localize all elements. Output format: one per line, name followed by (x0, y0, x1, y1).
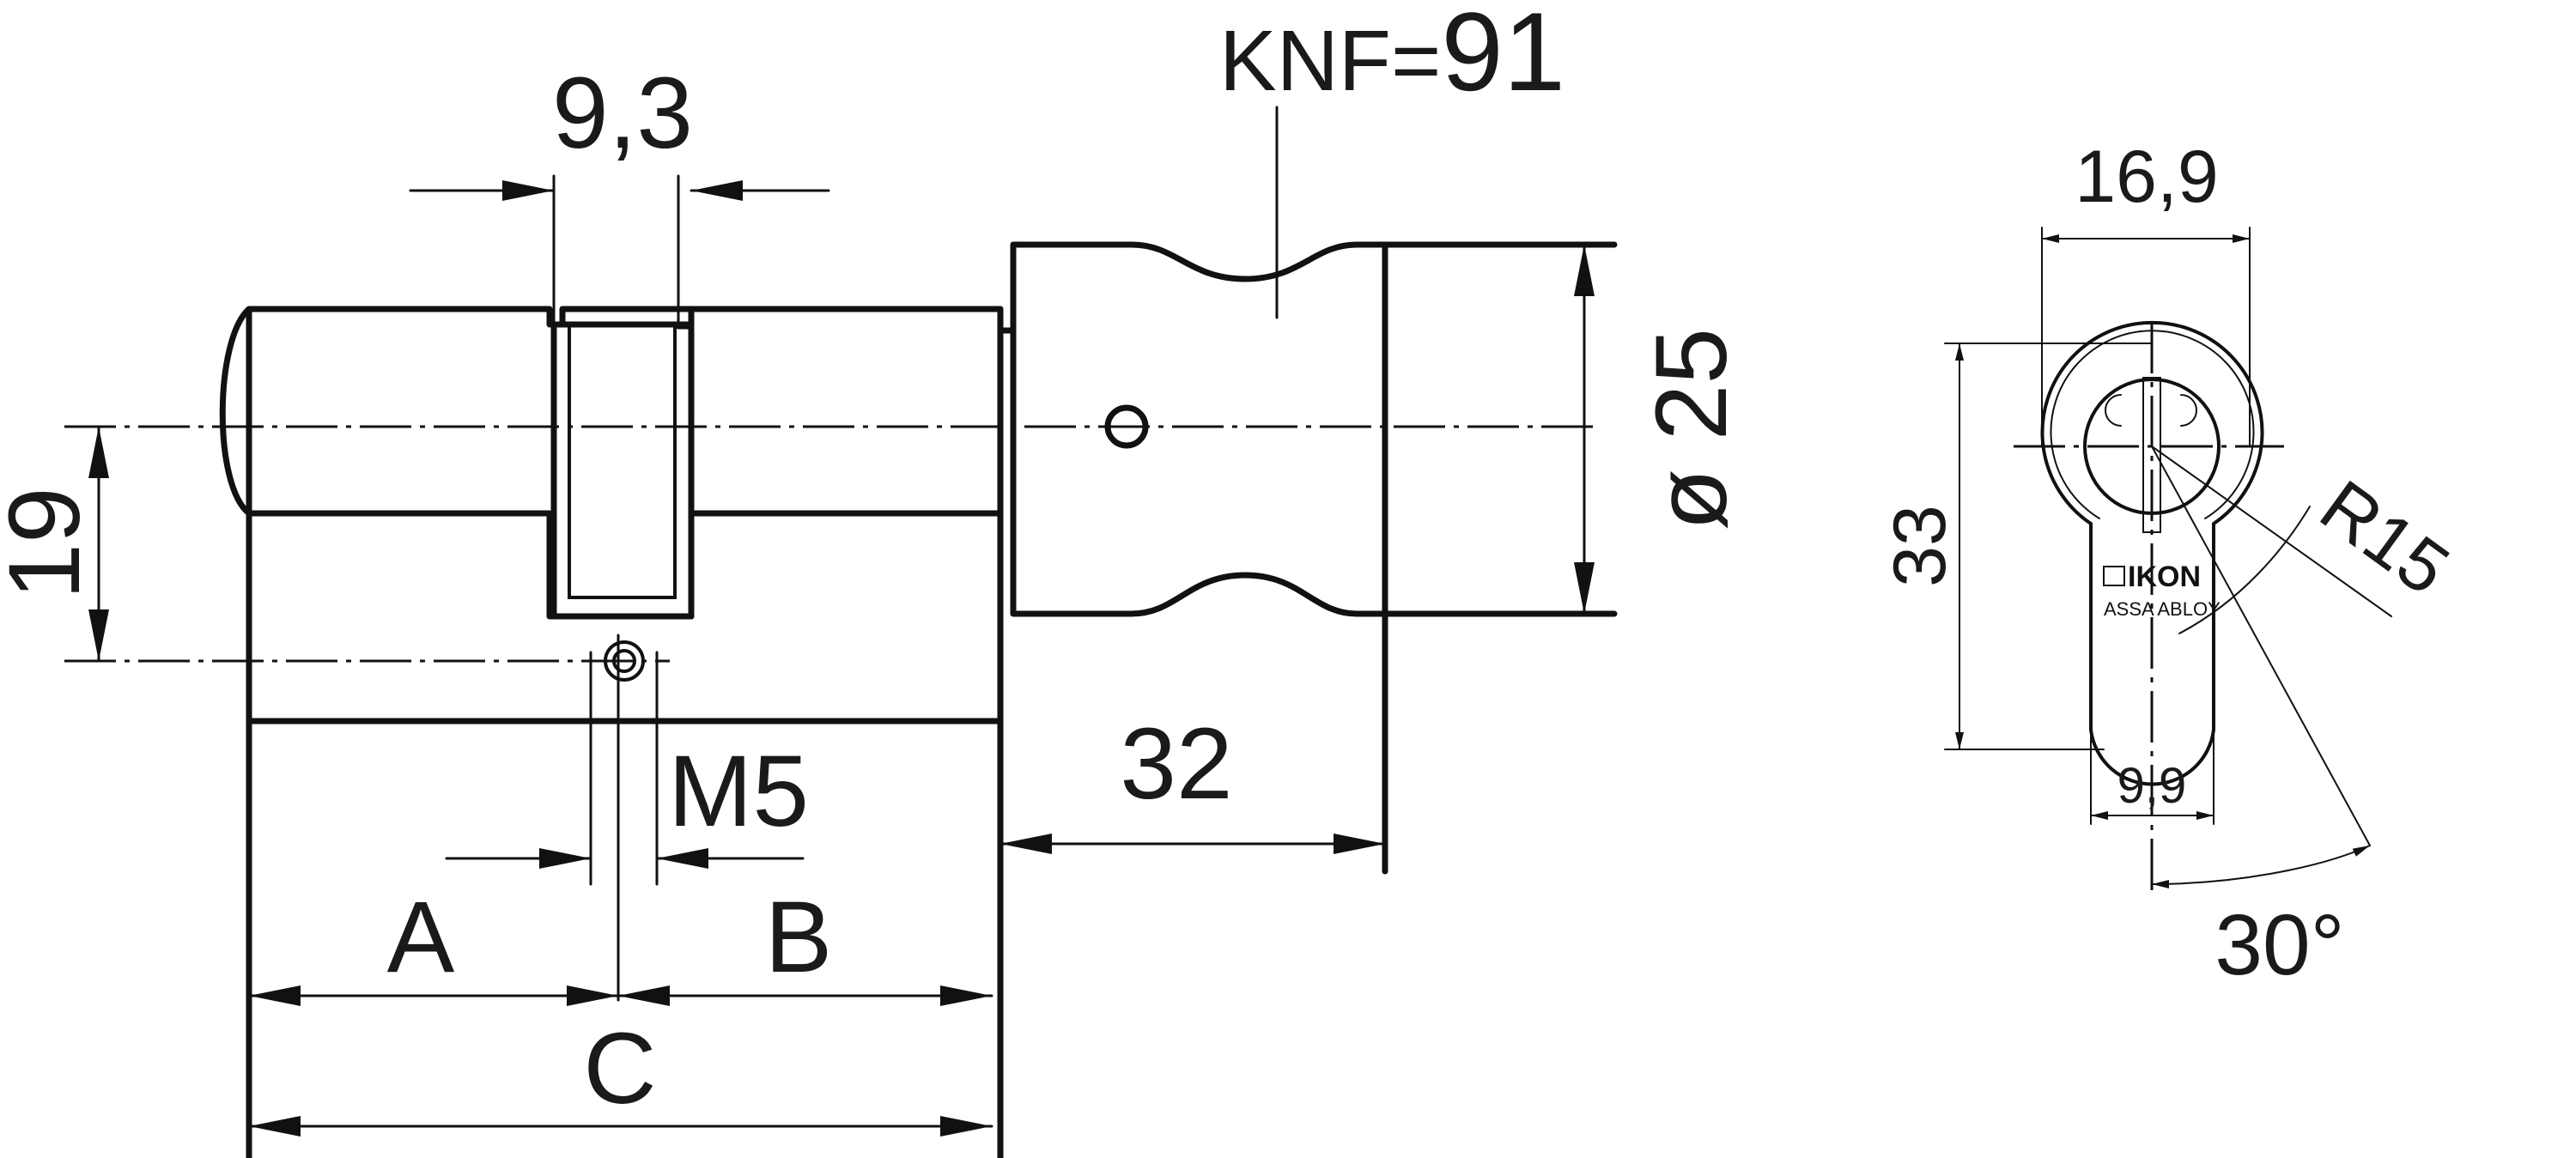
left-end-cap (219, 306, 252, 517)
dimension-9-3: 9,3 (409, 57, 830, 326)
knob-outline (1010, 241, 1618, 875)
dim-30-label: 30° (2215, 897, 2344, 993)
knf-label: KNF=91 (1219, 0, 1565, 114)
cylinder-end-view: IKON ASSA ABLOY (2014, 320, 2311, 893)
dim-diameter-25-label: ø 25 (1635, 328, 1748, 530)
cam-slot-inner (568, 323, 677, 599)
dimension-16-9: 16,9 (2041, 136, 2251, 447)
dim-9-9-label: 9,9 (2117, 758, 2187, 814)
dimension-diameter-25: ø 25 (1574, 243, 1748, 615)
dim-r15-label: R15 (2306, 464, 2464, 610)
brand-name: IKON (2128, 561, 2201, 593)
brand-sub: ASSA ABLOY (2104, 598, 2221, 620)
dim-33-label: 33 (1879, 505, 1961, 587)
dimension-30-degrees: 30° (2151, 446, 2371, 993)
dim-a-label: A (387, 881, 455, 994)
dimension-32: 32 (999, 707, 1387, 854)
dim-16-9-label: 16,9 (2075, 136, 2218, 218)
dim-b-label: B (765, 881, 833, 994)
keyway (2105, 377, 2197, 533)
dim-m5-label: M5 (668, 735, 809, 848)
dim-c-label: C (583, 1012, 656, 1125)
cylinder-side-view (219, 306, 1017, 1158)
fixing-screw (589, 634, 659, 1002)
dimension-33: 33 (1879, 343, 2153, 750)
cam-slot-outer (550, 321, 695, 620)
dim-9-3-label: 9,3 (552, 57, 693, 170)
dim-32-label: 32 (1120, 707, 1232, 821)
dimension-19: 19 (0, 425, 110, 663)
dimension-a-b: A B (247, 881, 993, 1006)
knob-side-view (1010, 241, 1618, 875)
dimension-9-9: 9,9 (2090, 729, 2215, 825)
knf-callout: KNF=91 (1219, 0, 1565, 319)
dimension-c: C (247, 1012, 993, 1137)
profile-outline (2040, 320, 2264, 786)
dimension-m5: M5 (445, 735, 809, 869)
brand-plate: IKON ASSA ABLOY (2103, 561, 2221, 620)
cylinder-body-outline (246, 306, 1004, 1158)
dim-19-label: 19 (0, 487, 101, 599)
